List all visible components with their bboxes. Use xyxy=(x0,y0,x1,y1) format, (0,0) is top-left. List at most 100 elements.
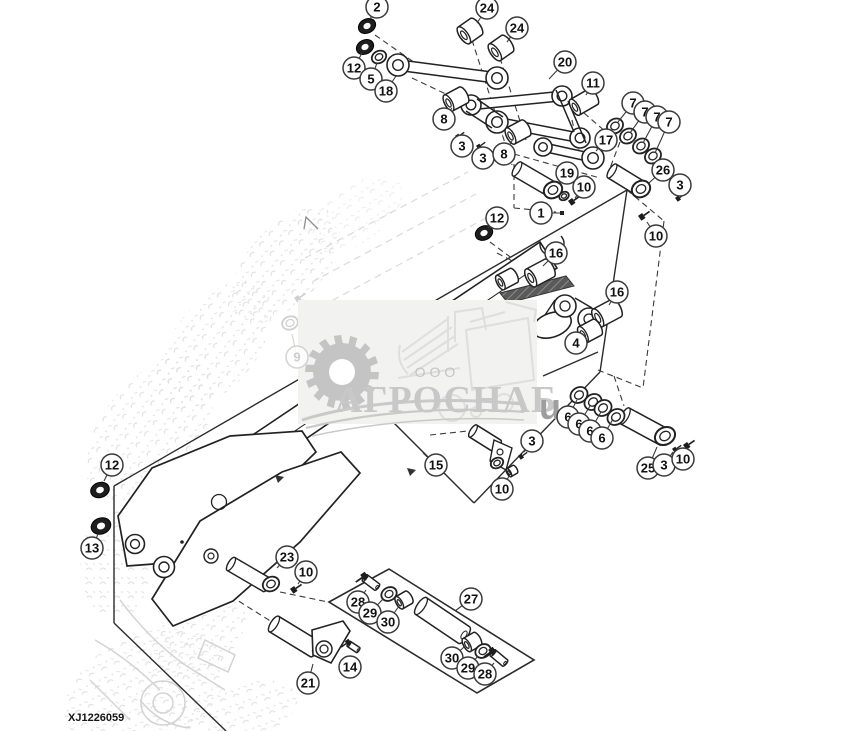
callout-2: 2 xyxy=(365,0,389,20)
callout-number: 3 xyxy=(528,434,535,449)
callout-number: 11 xyxy=(586,76,600,91)
callout-number: 25 xyxy=(641,461,655,476)
callout-10: 10 xyxy=(644,221,668,248)
callout-bubble xyxy=(432,107,456,131)
callout-17: 17 xyxy=(594,128,618,152)
small-bolt xyxy=(355,571,369,583)
callout-10: 10 xyxy=(572,175,596,199)
lock-pin-arm xyxy=(311,620,351,665)
washer-ring-part xyxy=(630,179,652,199)
callout-bubble xyxy=(450,134,474,158)
callout-number: 3 xyxy=(660,458,667,473)
callout-21: 21 xyxy=(296,663,320,695)
callout-bubble xyxy=(657,110,681,134)
watermark-company-name: АГРОСНАБ xyxy=(335,379,557,421)
small-bolt xyxy=(638,210,651,221)
callout-bubble xyxy=(644,224,668,248)
callout-20: 20 xyxy=(548,50,577,80)
link-part xyxy=(485,110,591,149)
callout-14: 14 xyxy=(338,655,362,679)
callout-bubble xyxy=(490,477,514,501)
callout-number: 2 xyxy=(373,0,380,15)
callout-27: 27 xyxy=(454,587,483,612)
callout-19: 19 xyxy=(555,161,579,185)
callout-number: 27 xyxy=(464,592,478,607)
figure-code: XJ1226059 xyxy=(68,712,124,724)
callout-number: 28 xyxy=(478,667,492,682)
link-part xyxy=(386,53,509,90)
callout-bubble xyxy=(294,560,318,584)
watermark-swoosh xyxy=(301,399,525,437)
callout-bubble xyxy=(485,206,509,230)
washer-ring-part xyxy=(380,586,398,602)
callout-3: 3 xyxy=(520,429,544,453)
callout-number: 10 xyxy=(577,180,591,195)
callout-bubble xyxy=(376,610,400,634)
washer-ring-part xyxy=(569,386,589,404)
callout-bubble xyxy=(553,50,577,74)
callout-number: 12 xyxy=(347,61,361,76)
washer-ring-part xyxy=(619,127,637,145)
callout-number: 16 xyxy=(549,246,563,261)
bushing-part xyxy=(456,17,484,45)
washer-ring-part xyxy=(281,315,299,331)
watermark-harvester-sketch xyxy=(397,301,538,422)
callout-10: 10 xyxy=(671,447,695,471)
callout-number: 29 xyxy=(363,606,377,621)
callout-number: 23 xyxy=(280,550,294,565)
washer-ring-part xyxy=(370,49,388,65)
callout-number: 8 xyxy=(500,147,507,162)
callout-number: 26 xyxy=(656,163,670,178)
rings-layer xyxy=(90,18,677,659)
washer-ring-part xyxy=(653,425,677,447)
callout-6: 6 xyxy=(590,418,614,450)
seal-ring-part xyxy=(90,481,110,499)
callout-number: 24 xyxy=(480,1,495,16)
callout-16: 16 xyxy=(605,280,629,306)
callout-3: 3 xyxy=(450,134,474,158)
watermark-ooo-text: ООО xyxy=(415,364,460,380)
callout-12: 12 xyxy=(342,52,366,80)
callout-1: 1 xyxy=(529,201,564,225)
pin-part xyxy=(413,596,472,645)
callout-bubble xyxy=(475,0,499,20)
callout-number: 14 xyxy=(343,660,358,675)
link-part xyxy=(460,85,573,116)
callout-3: 3 xyxy=(652,451,676,477)
callout-26: 26 xyxy=(648,158,675,184)
callout-number: 3 xyxy=(676,178,683,193)
callout-bubble xyxy=(594,128,618,152)
callout-number: 6 xyxy=(575,417,582,432)
callout-bubble xyxy=(424,453,448,477)
callout-7: 7 xyxy=(654,110,681,154)
callout-bubble xyxy=(505,16,529,40)
callout-number: 16 xyxy=(610,285,624,300)
callout-number: 17 xyxy=(599,133,613,148)
callout-bubble xyxy=(374,79,398,103)
callout-number: 20 xyxy=(558,55,572,70)
callout-number: 6 xyxy=(586,424,593,439)
washer-ring-part xyxy=(261,575,281,593)
seal-ring-part xyxy=(474,225,494,241)
callout-bubble xyxy=(275,545,299,569)
callout-13: 13 xyxy=(80,533,104,560)
callout-3: 3 xyxy=(668,173,692,197)
callout-4: 4 xyxy=(564,331,588,355)
callout-number: 6 xyxy=(564,410,571,425)
callout-bubble xyxy=(671,447,695,471)
washer-ring-part xyxy=(489,456,505,470)
callout-number: 9 xyxy=(293,350,300,365)
bushing-part xyxy=(394,590,414,610)
seal-ring-part xyxy=(90,517,112,535)
callout-bubble xyxy=(285,345,309,369)
callout-number: 29 xyxy=(461,661,475,676)
bushing-part xyxy=(505,464,519,478)
callout-number: 10 xyxy=(676,452,690,467)
callout-30: 30 xyxy=(376,605,400,634)
callout-bubble xyxy=(555,161,579,185)
callout-23: 23 xyxy=(275,545,299,569)
callout-number: 3 xyxy=(479,151,486,166)
callout-number: 4 xyxy=(572,336,580,351)
